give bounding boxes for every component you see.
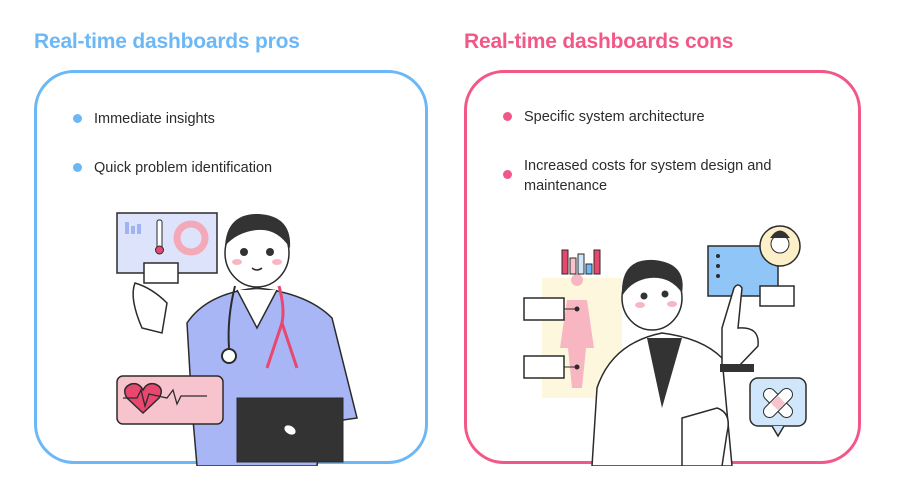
pros-item-label: Quick problem identification (94, 160, 273, 176)
bullet-dot-icon (73, 163, 82, 172)
pros-item: Quick problem identification (73, 158, 272, 178)
pros-item: Immediate insights (73, 109, 215, 129)
pros-item-label: Immediate insights (94, 111, 215, 127)
doctor-dashboard-illustration (116, 212, 358, 466)
cons-title: Real-time dashboards cons (464, 30, 734, 53)
doctor-patient-chart-illustration (523, 225, 807, 466)
pros-panel: Immediate insights Quick problem identif… (34, 70, 428, 466)
bullet-dot-icon (73, 114, 82, 123)
cons-panel: Specific system architecture Increased c… (464, 70, 861, 466)
pros-title: Real-time dashboards pros (34, 30, 300, 53)
cons-item-label: Specific system architecture (524, 109, 705, 125)
cons-item-label: Increased costs for system design and ma… (524, 158, 772, 194)
cons-item: Specific system architecture (503, 107, 705, 127)
bullet-dot-icon (503, 170, 512, 179)
bullet-dot-icon (503, 112, 512, 121)
cons-item: Increased costs for system design and ma… (503, 156, 793, 196)
